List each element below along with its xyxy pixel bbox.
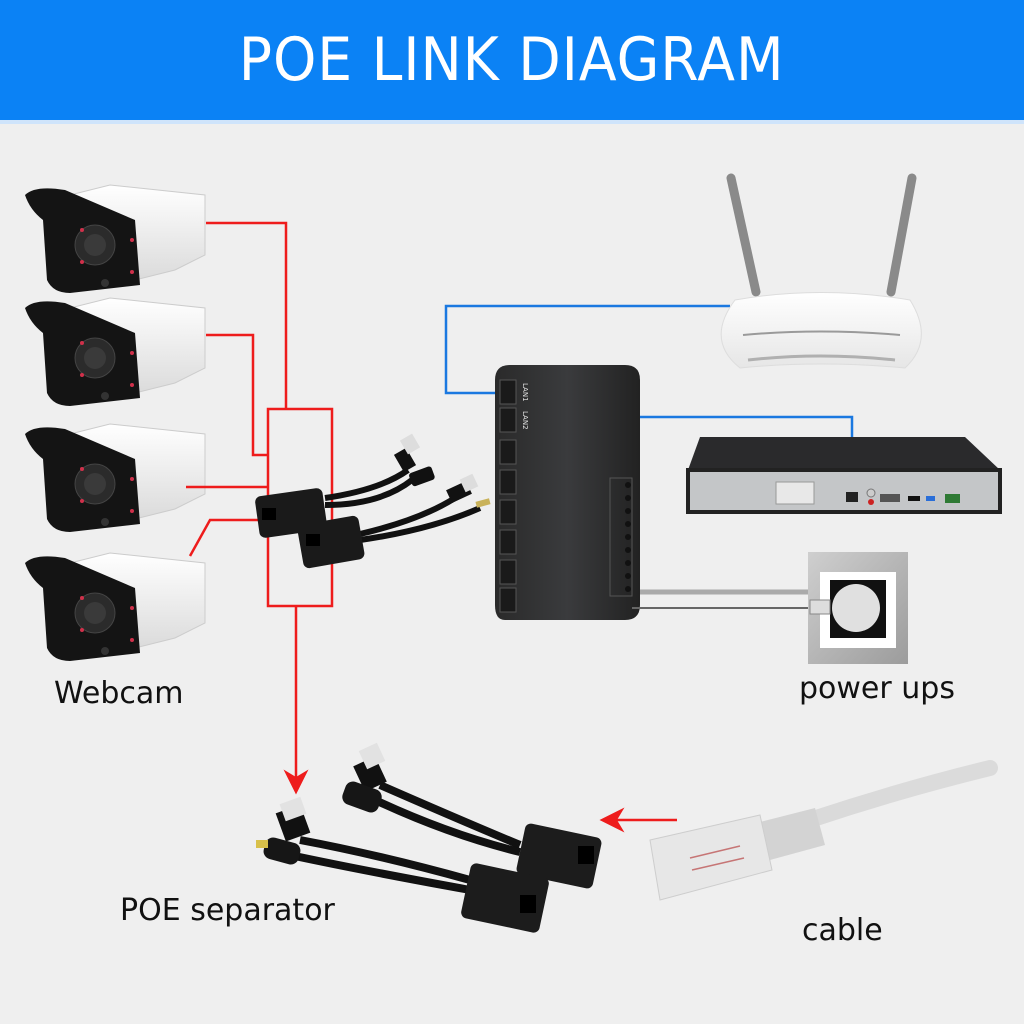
- camera-2: [25, 297, 206, 406]
- camera-2-line: [206, 333, 268, 457]
- switch-port-lan2-label: LAN2: [521, 411, 529, 430]
- camera-3: [25, 423, 206, 532]
- switch-port-lan1: [499, 379, 517, 405]
- switch-port-5: [499, 559, 517, 585]
- switch-port-3: [499, 499, 517, 525]
- router: [720, 173, 922, 369]
- poe-separator-label: POE separator: [120, 893, 335, 928]
- switch-port-lan1-label: LAN1: [521, 383, 529, 402]
- switch-port-lan2: [499, 407, 517, 433]
- nvr-lan-port: [846, 492, 858, 502]
- switch-port-1: [499, 439, 517, 465]
- title-banner: POE LINK DIAGRAM: [0, 0, 1024, 124]
- power-ups-label: power ups: [799, 671, 955, 706]
- poe-separator: [256, 742, 602, 933]
- switch-port-2: [499, 469, 517, 495]
- webcam-label: Webcam: [54, 676, 184, 711]
- camera-1: [25, 184, 206, 293]
- power-outlet: [808, 552, 908, 664]
- power-cord: [632, 589, 808, 609]
- camera-1-line: [206, 221, 288, 409]
- nvr-recorder: [686, 437, 1002, 514]
- ethernet-cable: [649, 760, 998, 901]
- page-title: POE LINK DIAGRAM: [239, 25, 785, 95]
- camera-4: [25, 552, 206, 661]
- poe-splitter-upper-b: [297, 473, 491, 569]
- poe-switch: [495, 365, 640, 620]
- switch-port-4: [499, 529, 517, 555]
- router-line: [444, 304, 730, 395]
- cable-label: cable: [802, 913, 883, 948]
- camera-4-line: [188, 518, 268, 557]
- switch-port-6: [499, 587, 517, 613]
